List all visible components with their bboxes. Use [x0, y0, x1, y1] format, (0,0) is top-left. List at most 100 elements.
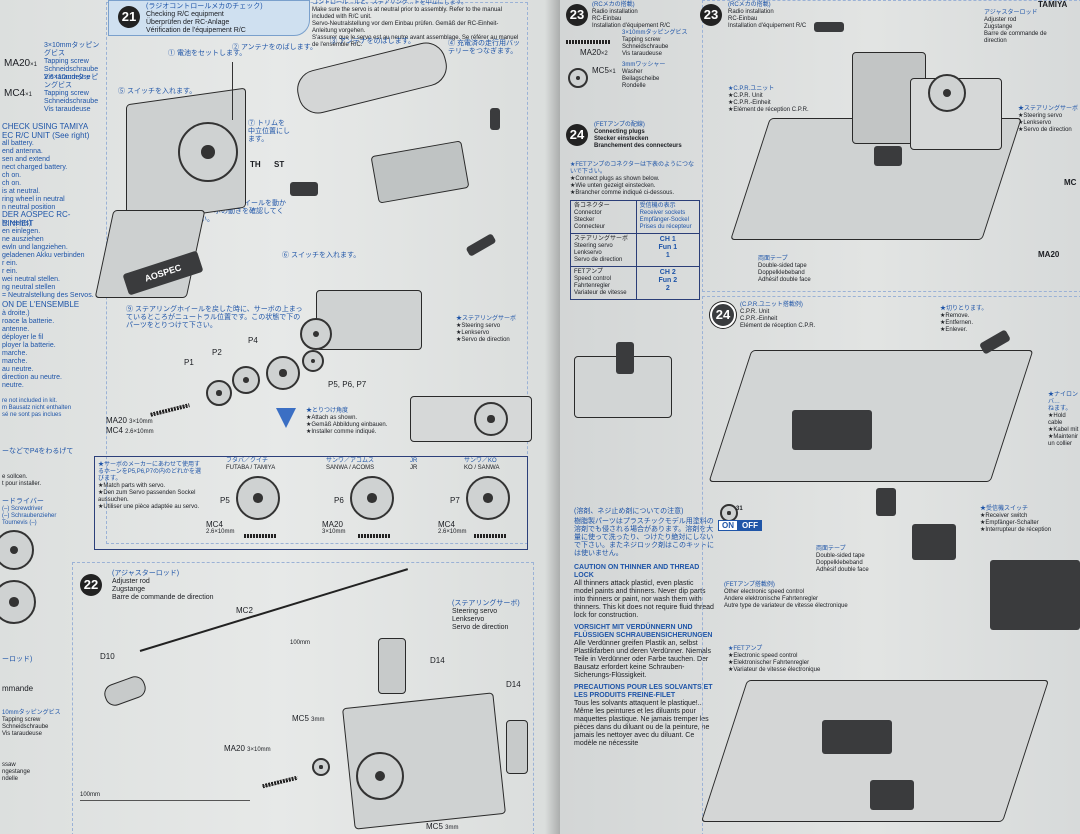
- en-line: sen and extend: [2, 156, 50, 163]
- en-line: all battery.: [2, 140, 34, 147]
- futaba-en: FUTABA / TAMIYA: [226, 465, 276, 471]
- step23-screw-label: 3×10mmタッピングビス Tapping screw Schneidschra…: [622, 30, 702, 58]
- step7-label: ⑦ トリムを中立位置にします。: [248, 120, 290, 143]
- step23-washer-de: Beilagscheibe: [622, 76, 660, 82]
- step23-right-number-badge: 23: [700, 4, 722, 26]
- off-label: OFF: [738, 520, 762, 531]
- mc4-c-size: 2.6×10mm: [438, 529, 467, 535]
- double-sided-tape: [874, 146, 902, 166]
- cpr-en: ★C.P.R. Unit: [728, 93, 763, 99]
- nylon-band-callout: ★ナイロンバ… ねます。 ★Hold cable ★Kabel mit ★Mai…: [1048, 392, 1080, 448]
- table-cell: CH 2 Fun 2 2: [635, 266, 701, 300]
- ma20-screw-label: MA20 3×10mm: [106, 416, 153, 426]
- sanwa-jp: サンワ／アコムス: [326, 458, 375, 464]
- driver-en: (–) Screwdriver: [2, 506, 43, 512]
- sw-fr: ★Interrupteur de réception: [980, 527, 1052, 533]
- fr-line: au neutre.: [2, 366, 34, 373]
- ma20-step22-label: MA20 3×10mm: [224, 744, 271, 754]
- step24-tape-de: Doppelklebeband: [816, 560, 863, 566]
- ma20-label: MA20×1: [4, 58, 37, 69]
- de-check-list: ht rechts) en einlegen. ne ausziehen ewl…: [2, 220, 100, 300]
- servo-saver-d14a: [378, 638, 406, 694]
- step23-servo-callout: ★ステアリングサーボ ★Steering servo ★Lenkservo ★S…: [1018, 106, 1078, 134]
- fet-fr: Autre type de variateur de vitesse élect…: [724, 603, 848, 609]
- ko-en: KO / SANWA: [464, 465, 500, 471]
- ma20-b-name: MA20: [322, 520, 343, 529]
- en-line: ring wheel in neutral: [2, 196, 65, 203]
- step21-title-en: Checking R/C equipment: [146, 11, 224, 18]
- fr-line: antenne.: [2, 326, 30, 333]
- mc5-name: MC5: [292, 714, 309, 723]
- st-label: ST: [274, 160, 285, 169]
- fet-de: Andere elektronische Fahrtenregler: [724, 596, 819, 602]
- p6-label: P6: [334, 496, 344, 505]
- receiver-illustration: [574, 356, 672, 418]
- sanwa-en: SANWA / ACOMS: [326, 465, 375, 471]
- fr-check-heading: ON DE L'ENSEMBLE: [2, 300, 80, 309]
- step21-number-badge: 21: [118, 6, 140, 28]
- screw1-fr: Vis taraudeuse: [44, 74, 91, 81]
- part-p4-icon: [266, 356, 300, 390]
- step22-number-badge: 22: [80, 574, 102, 596]
- adj-fr: Barre de commande de direction: [984, 31, 1047, 44]
- table-row: FETアンプ Speed control Fahrtenregler Varia…: [570, 266, 701, 300]
- connector-table: 各コネクター Connector Stecker Connecteur 受信機の…: [570, 200, 701, 300]
- servo-horn-icon: [474, 402, 508, 436]
- adjuster-rod-callout: アジャスターロッド Adjuster rod Zugstange Barre d…: [984, 10, 1054, 45]
- adj-jp: アジャスターロッド: [984, 10, 1038, 16]
- step24-right-number-badge: 24: [710, 302, 736, 328]
- p4-note-en: e sollcen. t pour installer.: [2, 474, 41, 488]
- step24-tape-en: Double-sided tape: [816, 553, 865, 559]
- step22-title-fr: Barre de commande de direction: [112, 594, 214, 601]
- connect-note-fr: ★Brancher comme indiqué ci-dessous.: [570, 190, 675, 196]
- de-line: ne ausziehen: [2, 236, 44, 243]
- switch-unit: [290, 182, 318, 196]
- cut-jp: ★切りとります。: [940, 306, 988, 312]
- en-check-list: all battery. end antenna. sen and extend…: [2, 140, 100, 212]
- misc-1: ssaw: [2, 762, 16, 768]
- step23-screw-en: Tapping screw: [622, 37, 661, 43]
- step24r-title-jp: (C.P.R.ユニット搭載例): [740, 302, 803, 308]
- mc5-label: MC5 3mm: [292, 714, 324, 724]
- note-de: m Bausatz nicht enthalten: [2, 405, 72, 411]
- step23-screw-de: Schneidschraube: [622, 44, 669, 50]
- tool-base-icon: [0, 580, 36, 624]
- step23r-servo-en: ★Steering servo: [1018, 113, 1063, 119]
- note-servo-jp: ★サーボのメーカーにあわせて使用するホーンをP5,P6,P7の内のどれかを選びま…: [98, 462, 202, 482]
- step21-header-band: [108, 0, 310, 36]
- p4-label: P4: [248, 336, 258, 345]
- step23-screw-fr: Vis taraudeuse: [622, 51, 662, 57]
- step23-screw-jp: 3×10mmタッピングビス: [622, 30, 688, 36]
- step23-mc5-qty: ×1: [608, 69, 616, 75]
- mc4-label: MC4×1: [4, 88, 32, 99]
- nylon-jp2: ねます。: [1048, 406, 1072, 412]
- mc5b-size: 3mm: [445, 825, 459, 831]
- driver-de: (–) Schraubenzieher: [2, 513, 57, 519]
- step21-top-note: コントロール…ルと、ステアリング…トを中立にします。 Make sure the…: [312, 0, 522, 49]
- table-cell: FETアンプ Speed control Fahrtenregler Varia…: [570, 266, 637, 300]
- screw2-en: Tapping screw: [44, 90, 89, 97]
- step23l-title-fr: Installation d'équipement R/C: [592, 23, 671, 29]
- mc4-name: MC4: [106, 426, 123, 435]
- fr-line: direction au neutre.: [2, 374, 62, 381]
- step23l-title-jp: (RCメカの搭載): [592, 2, 635, 8]
- mc4-qty: ×1: [25, 92, 32, 98]
- step1-label: ① 電池をセットします。: [168, 50, 247, 57]
- adj-en: Adjuster rod: [984, 17, 1017, 23]
- dim-line: [80, 800, 250, 801]
- part-p5-icon: [302, 350, 324, 372]
- top-note-fr: S'assurer que le servo est au neutre ava…: [312, 35, 519, 48]
- part-p2-icon: [232, 366, 260, 394]
- p4-note: ーなどでP4をわるげて: [2, 448, 74, 455]
- p7-label: P7: [450, 496, 460, 505]
- receiver-plugs: [616, 342, 634, 374]
- washer-icon: [312, 758, 330, 776]
- screw2-de: Schneidschraube: [44, 98, 99, 105]
- step23r-title-jp: (RCメカの搭載): [728, 2, 771, 8]
- washer-icon: [568, 68, 588, 88]
- mc4-b-name: MC4: [206, 520, 223, 529]
- screw1-en: Tapping screw: [44, 58, 89, 65]
